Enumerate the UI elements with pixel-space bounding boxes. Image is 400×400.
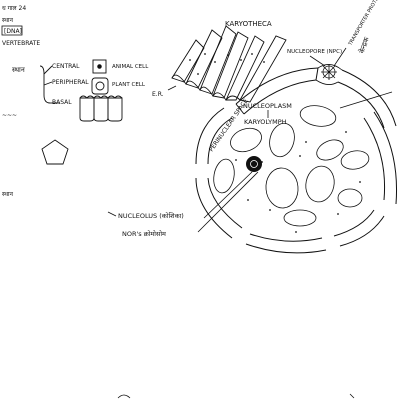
- chromatin-loop: [337, 188, 363, 208]
- stray-mark: [349, 393, 355, 399]
- dna-box: [1, 25, 23, 36]
- pore-spokes: [321, 64, 337, 80]
- envelope-outer-bottom: [245, 243, 327, 254]
- margin-note-top: ध गाल 24: [2, 5, 26, 12]
- er-cisterna-6: [239, 35, 287, 103]
- chromatin-loop: [230, 127, 262, 153]
- er-pointer: [167, 85, 177, 91]
- plant-cell-icon: [91, 77, 109, 95]
- er-cisterna-2: [185, 29, 223, 89]
- nuclear-pore-complex: [309, 47, 347, 85]
- arrow-peripheral: [43, 81, 53, 86]
- envelope-inner-right-top: [337, 81, 385, 129]
- nucleolus-core: [250, 160, 258, 168]
- arrow-central: [43, 65, 53, 75]
- envelope-outer-right-top: [341, 69, 397, 127]
- nucleopore-pointer: [309, 55, 326, 67]
- nucleoplasm: NUCLEOPLASM KARYOLYMPH: [213, 91, 393, 233]
- label-nucleoplasm: NUCLEOPLASM: [243, 102, 292, 110]
- endoplasmic-reticulum: E.R.: [152, 25, 287, 103]
- envelope-inner-right: [363, 117, 386, 201]
- label-er: E.R.: [152, 91, 164, 98]
- label-karyolymph: KARYOLYMPH: [244, 118, 287, 126]
- label-plant-cell: PLANT CELL: [112, 82, 146, 88]
- envelope-inner-top: [243, 79, 317, 115]
- stray-mark: [117, 394, 131, 399]
- nucleolus: [197, 156, 262, 233]
- er-cisterna-3: [199, 25, 237, 95]
- label-nors: NOR's क्रोमोसोम: [122, 230, 166, 238]
- right-label-pointer: [339, 91, 393, 109]
- label-nucleolus-hindi: कोशिका): [162, 212, 184, 220]
- margin-notes: ध गाल 24 स्थान [DNA] VERTEBRATE ~~~ स्था…: [1, 5, 40, 198]
- envelope-outer-left: [195, 107, 225, 165]
- envelope-inner-bottom-right: [333, 209, 375, 237]
- chromatin-loop: [283, 209, 317, 227]
- envelope-inner-bottom-left: [207, 177, 243, 229]
- label-nucleopore: NUCLEOPORE (NPC): [287, 49, 342, 55]
- ribosome-dots: [189, 53, 265, 75]
- brace-line: [39, 65, 51, 104]
- er-cisterna-5: [225, 35, 265, 101]
- chromatin-loop: [299, 105, 337, 127]
- envelope-inner-bottom: [249, 233, 323, 242]
- envelope-outer-bottom-right: [339, 215, 385, 247]
- envelope-outer-top: [235, 67, 319, 105]
- nors-pointer: [197, 171, 259, 233]
- envelope-outer-right: [373, 111, 397, 205]
- envelope-outer-bottom-left: [195, 177, 233, 239]
- bottom-labels: NUCLEOLUS (कोशिका) NOR's क्रोमोसोम: [107, 211, 184, 238]
- label-location-hindi: स्थान: [12, 66, 25, 74]
- margin-note-hindi: स्थान: [2, 17, 14, 24]
- label-nors-text: NOR's: [122, 230, 144, 238]
- label-nucleus-hindi: केन्द्रक: [357, 35, 371, 54]
- envelope-inner-left: [207, 117, 233, 165]
- basal-cells-icon: [79, 95, 123, 122]
- envelope-cap-2: [315, 67, 319, 81]
- chromatin-loop: [265, 167, 299, 209]
- label-nors-hindi: क्रोमोसोम: [144, 230, 166, 238]
- pentagon-shape: [41, 139, 69, 165]
- nucleolus-pointer: [203, 171, 253, 219]
- er-cisterna-4: [212, 31, 249, 99]
- margin-note-vertebrate: VERTEBRATE: [2, 40, 40, 47]
- label-peripheral: PERIPHERAL: [52, 79, 89, 86]
- chromatin-loop: [269, 122, 295, 158]
- transporter-pointer: [333, 47, 347, 67]
- chromatin-loop: [305, 165, 335, 203]
- animal-cell-icon: [92, 59, 107, 74]
- top-labels: KARYOTHECA NUCLEOPORE (NPC) TRANSPORTER …: [225, 0, 383, 55]
- label-nucleolus-text: NUCLEOLUS (: [118, 212, 162, 220]
- chromatin-loop: [213, 158, 235, 194]
- stray-marks: [117, 393, 355, 399]
- pore-rim-inner: [315, 79, 339, 85]
- envelope-cap-1: [235, 103, 245, 115]
- chromatin-loop: [340, 150, 370, 170]
- margin-note-pollen: ~~~: [2, 112, 17, 119]
- label-central: CENTRAL: [52, 63, 80, 70]
- chromatin-granules: [235, 131, 361, 233]
- chromatin-loop: [316, 139, 344, 161]
- nuclear-envelope: [195, 67, 397, 254]
- nucleolus-body: [246, 156, 262, 172]
- plant-cell-vacuole: [95, 81, 105, 91]
- label-basal: BASAL: [52, 99, 72, 106]
- label-animal-cell: ANIMAL CELL: [112, 64, 149, 70]
- margin-note-dna: [DNA]: [4, 28, 22, 35]
- centriole-dot: [97, 64, 102, 69]
- er-cisterna-1: [171, 39, 205, 83]
- nucleolus-label-mark: [107, 211, 117, 217]
- pore-rim-outer: [317, 64, 343, 71]
- label-nucleolus: NUCLEOLUS (कोशिका): [118, 212, 184, 220]
- margin-note-hindi-2: स्थान: [2, 191, 14, 198]
- er-connection: [171, 74, 241, 101]
- centriole-position-diagram: स्थान CENTRAL ANIMAL CELL PERIPHERAL PLA…: [12, 59, 149, 165]
- label-karyotheca: KARYOTHECA: [225, 20, 272, 28]
